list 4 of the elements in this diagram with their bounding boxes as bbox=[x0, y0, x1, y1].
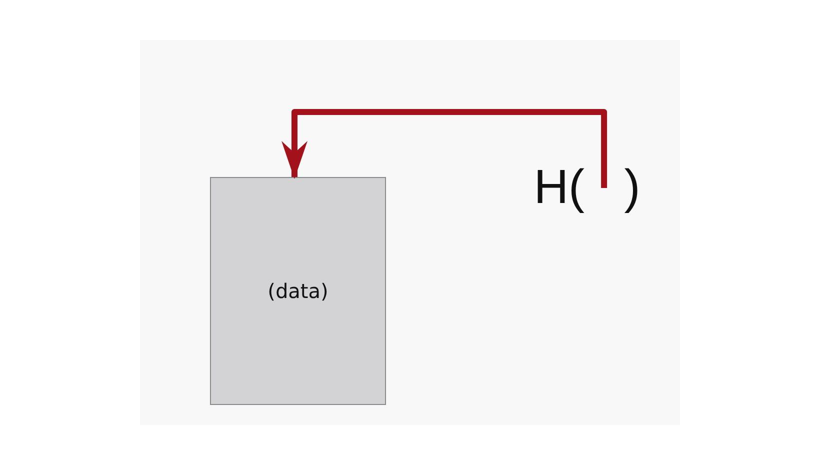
arrow bbox=[281, 109, 608, 188]
data-box bbox=[210, 177, 386, 405]
function-label: H( ) bbox=[534, 160, 640, 214]
box-label: (data) bbox=[268, 279, 328, 303]
